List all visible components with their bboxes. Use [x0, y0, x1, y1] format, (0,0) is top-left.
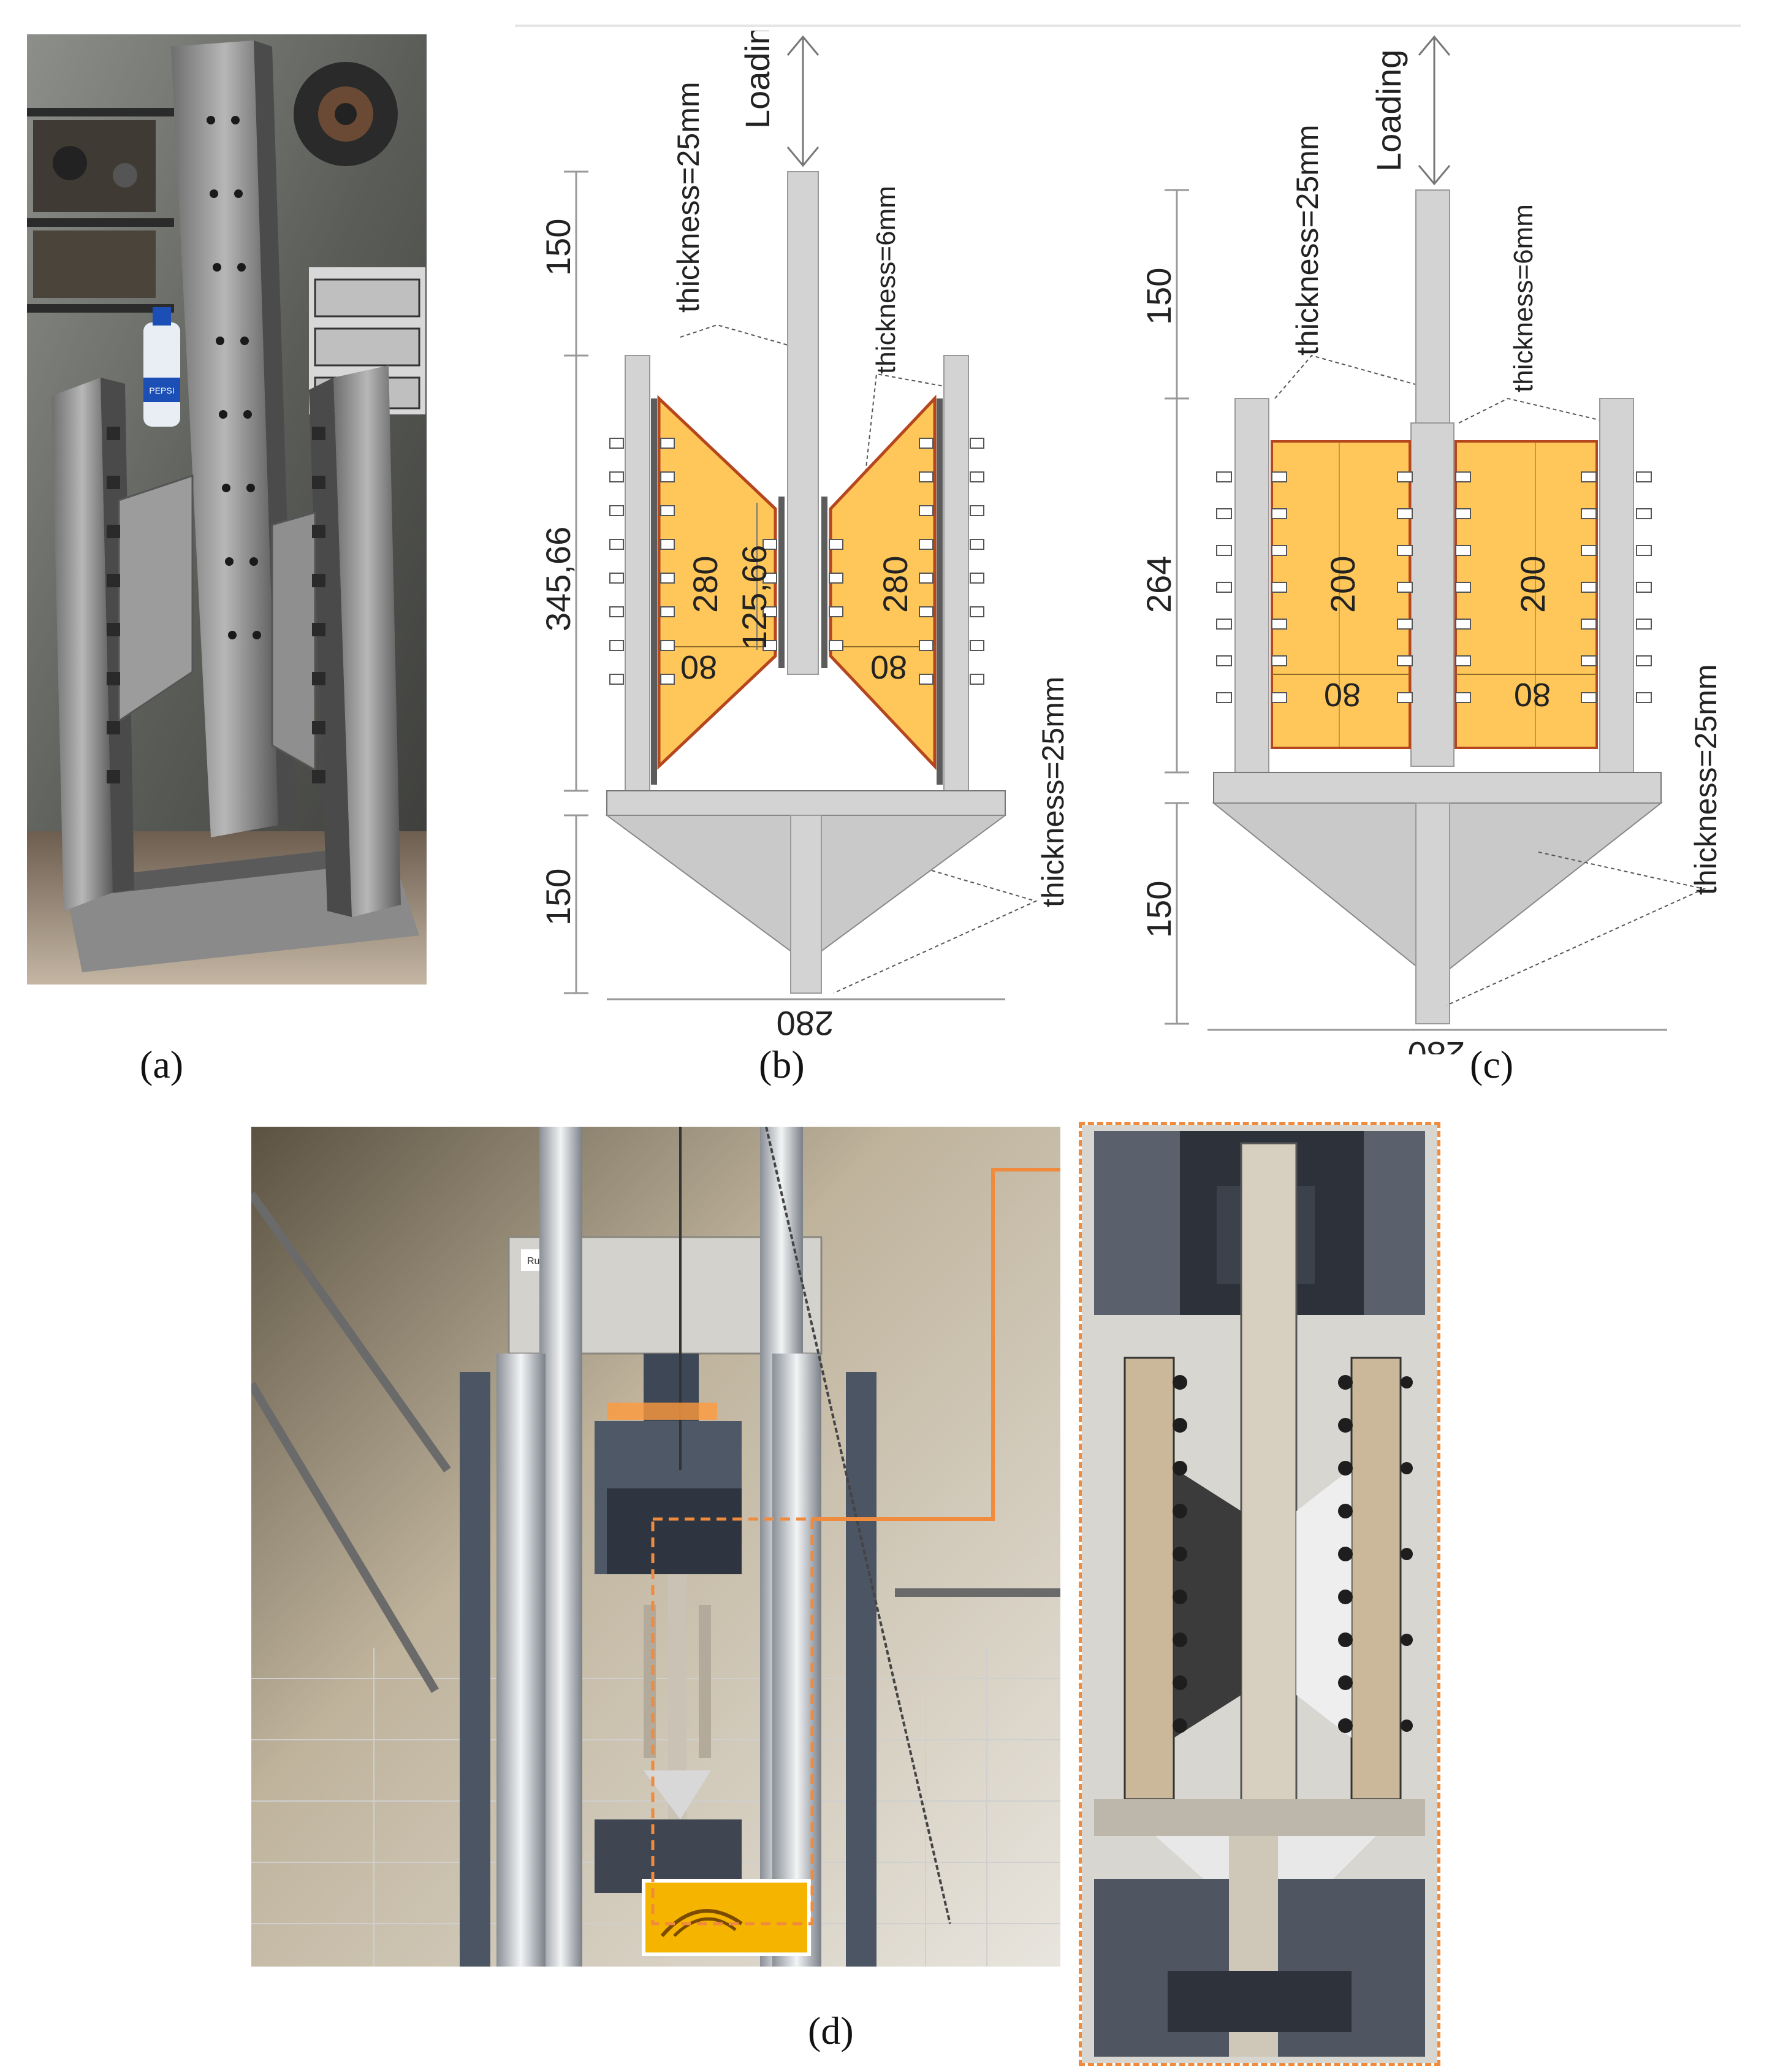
lab-sign: [642, 1879, 811, 1956]
base-plate-c: [1213, 772, 1662, 804]
panel-c-svg: Loading thickness=25mm thickness=6mm 150…: [1139, 35, 1723, 1073]
dim-80-left-c: 80: [1324, 676, 1361, 713]
dim-280-base-c: 280: [1408, 1035, 1465, 1054]
bolts-right: [919, 438, 984, 685]
specimen-left-gusset: [118, 474, 194, 723]
base-web: [790, 815, 822, 994]
panel-c-caption: (c): [1470, 1043, 1514, 1086]
dim-200-left: 200: [1323, 556, 1362, 613]
top-rule: [515, 25, 1741, 27]
dim-line-150-bottom-c: [1165, 802, 1189, 1025]
inset-left-column: [1124, 1357, 1175, 1800]
loading-label-c: Loading: [1369, 50, 1408, 172]
specimen-right-gusset: [271, 511, 316, 772]
bolt-heads: [107, 427, 325, 783]
panel-a-photo: PEPSI: [27, 34, 427, 985]
panel-b-svg: Loading 150 thickness=25mm thickness=6mm…: [539, 7, 1070, 1043]
dim-264: 264: [1139, 556, 1178, 613]
panel-b-caption: (b): [759, 1043, 805, 1086]
dim-345: 345,66: [539, 527, 577, 631]
workshop-shelves: [27, 108, 174, 313]
dim-280-right: 280: [876, 556, 915, 613]
panel-c-drawing: Loading thickness=25mm thickness=6mm 150…: [1128, 25, 1747, 1073]
loading-arrow-c: [1418, 35, 1451, 186]
panel-a-illustration: PEPSI: [27, 34, 427, 985]
callout-arrow: [812, 1168, 1060, 1521]
dim-125: 125,66: [735, 545, 774, 650]
machine-column-left: [539, 1127, 582, 1967]
inset-right-gusset: [1296, 1468, 1352, 1738]
machine-column-right-front: [772, 1354, 821, 1967]
leader-25-top: [680, 324, 804, 350]
panel-a-caption: (a): [140, 1043, 184, 1086]
right-column-plate: [943, 355, 969, 791]
left-connection-plate: [651, 398, 657, 785]
inset-center-bar: [1240, 1142, 1298, 1880]
highlight-box: [651, 1517, 814, 1925]
panel-d-caption: (d): [808, 2009, 854, 2052]
dim-150-top: 150: [539, 219, 577, 276]
dim-line-150-bottom: [564, 814, 588, 994]
specimen-right-column: [309, 365, 401, 917]
dim-150-bottom: 150: [539, 869, 577, 926]
zoom-inset-illustration: [1082, 1125, 1437, 2063]
bolts-left: [609, 438, 675, 685]
leader-25-base: [833, 870, 1038, 994]
dim-200-right: 200: [1513, 556, 1552, 613]
leader-25-base-c: [1446, 851, 1706, 1006]
leader-25-top-c: [1274, 354, 1423, 399]
disk-blade: [294, 62, 398, 166]
loading-label: Loading: [738, 31, 777, 129]
leader-6-c: [1458, 397, 1613, 424]
dim-line-264: [1165, 398, 1189, 774]
bolt-holes: [207, 116, 261, 639]
thickness-25-base-c: thickness=25mm: [1689, 664, 1723, 895]
center-plate: [787, 171, 819, 675]
panel-d-illustration: Ruoli Amsler: [251, 1127, 1060, 1967]
dim-280-left: 280: [686, 556, 724, 613]
right-gusset: [829, 394, 937, 771]
dim-150-top-c: 150: [1139, 268, 1178, 325]
thickness-6: thickness=6mm: [871, 186, 901, 374]
thickness-25-top-c: thickness=25mm: [1290, 124, 1325, 356]
wall-pipes: [251, 1191, 1060, 1693]
panel-d-zoom-inset: [1079, 1122, 1440, 2066]
dim-80-right: 80: [870, 649, 907, 685]
right-connection-plate: [937, 398, 943, 785]
left-gusset-c: [1271, 440, 1411, 749]
inset-base-plate: [1094, 1799, 1425, 1836]
dim-150-bottom-c: 150: [1139, 881, 1178, 938]
dim-line-345: [564, 356, 588, 792]
thickness-25-top: thickness=25mm: [671, 82, 705, 313]
thickness-25-base: thickness=25mm: [1036, 676, 1067, 907]
left-gusset: [657, 395, 777, 770]
dim-280-base: 280: [777, 1004, 834, 1043]
left-column-plate-c: [1234, 398, 1269, 798]
machine-column-left-front: [496, 1354, 546, 1967]
inset-right-column: [1350, 1357, 1402, 1800]
inset-left-gusset: [1174, 1468, 1241, 1738]
center-connection-plate: [778, 497, 785, 668]
bolts-center: [762, 539, 843, 651]
loading-arrow: [786, 35, 819, 167]
base-plate: [606, 790, 1006, 816]
panel-d-photo: Ruoli Amsler: [251, 1127, 1060, 1967]
bolts-c: [1216, 471, 1652, 703]
inset-bolts: [1173, 1375, 1413, 1733]
bottle-label: PEPSI: [149, 386, 174, 395]
bottle: PEPSI: [143, 307, 180, 427]
dim-80-left: 80: [680, 649, 717, 685]
base-web-c: [1415, 802, 1450, 1024]
panel-b-drawing: Loading 150 thickness=25mm thickness=6mm…: [515, 7, 1070, 1048]
right-column-plate-c: [1599, 398, 1634, 798]
wall-tiles: [251, 1648, 1060, 1967]
thickness-6-c: thickness=6mm: [1508, 204, 1538, 392]
left-column-plate: [625, 355, 650, 791]
dim-80-right-c: 80: [1514, 676, 1551, 713]
right-gusset-c: [1454, 440, 1598, 749]
